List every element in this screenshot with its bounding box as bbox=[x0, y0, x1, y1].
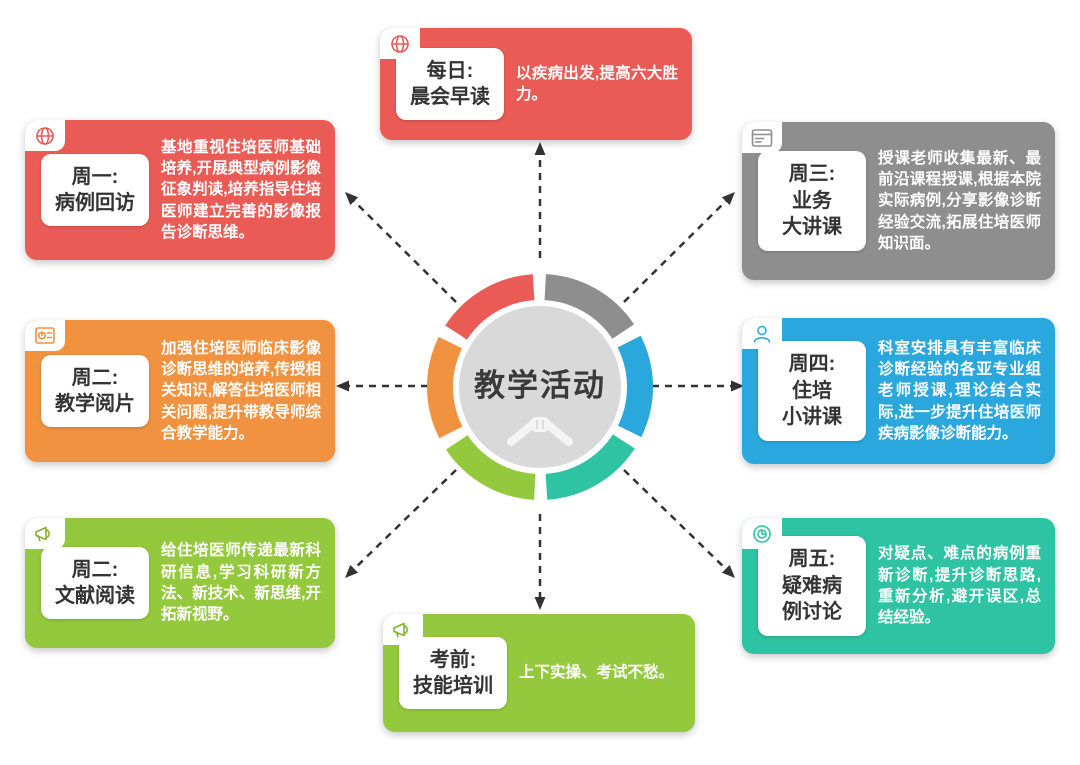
target-clock-icon bbox=[742, 518, 782, 549]
browser-window-icon bbox=[742, 122, 782, 153]
central-hub: 教学活动 bbox=[425, 272, 655, 502]
card-tuesday-film-reading: 周二: 教学阅片 加强住培医师临床影像诊断思维的培养,传授相关知识,解答住培医师… bbox=[25, 320, 335, 462]
card-desc: 以疾病出发,提高六大胜力。 bbox=[516, 64, 678, 103]
card-desc: 对疑点、难点的病例重新诊断,提升诊断思路,重新分析,避开误区,总结经验。 bbox=[878, 545, 1041, 627]
globe-icon bbox=[380, 28, 420, 59]
card-monday-case-review: 周一: 病例回访 基地重视住培医师基础培养,开展典型病例影像征象判读,培养指导住… bbox=[25, 120, 335, 260]
card-thursday-resident-mini-lecture: 周四: 住培 小讲课 科室安排具有丰富临床诊断经验的各亚专业组老师授课,理论结合… bbox=[742, 318, 1055, 464]
card-title: 周二: 教学阅片 bbox=[41, 354, 149, 428]
card-desc: 给住培医师传递最新科研信息,学习科研新方法、新技术、新思维,开拓新视野。 bbox=[161, 542, 321, 624]
megaphone-icon bbox=[25, 518, 65, 549]
card-title: 周四: 住培 小讲课 bbox=[758, 341, 866, 441]
handshake-icon bbox=[507, 417, 573, 446]
card-desc: 科室安排具有丰富临床诊断经验的各亚专业组老师授课,理论结合实际,进一步提升住培医… bbox=[878, 339, 1041, 443]
card-pre-exam-skills-training: 考前: 技能培训 上下实操、考试不愁。 bbox=[383, 614, 695, 732]
card-daily-morning-reading: 每日: 晨会早读 以疾病出发,提高六大胜力。 bbox=[380, 28, 692, 140]
megaphone-icon bbox=[383, 614, 423, 645]
card-title: 周五: 疑难病 例讨论 bbox=[758, 536, 866, 636]
card-desc: 基地重视住培医师基础培养,开展典型病例影像征象判读,培养指导住培医师建立完善的影… bbox=[161, 138, 321, 242]
card-title: 考前: 技能培训 bbox=[399, 636, 507, 710]
card-wednesday-business-lecture: 周三: 业务 大讲课 授课老师收集最新、最前沿课程授课,根据本院实际病例,分享影… bbox=[742, 122, 1055, 280]
hub-title: 教学活动 bbox=[474, 368, 606, 403]
person-icon bbox=[742, 318, 782, 349]
globe-icon bbox=[25, 120, 65, 151]
card-friday-difficult-case-discussion: 周五: 疑难病 例讨论 对疑点、难点的病例重新诊断,提升诊断思路,重新分析,避开… bbox=[742, 518, 1055, 654]
card-title: 每日: 晨会早读 bbox=[396, 47, 504, 121]
card-desc: 上下实操、考试不愁。 bbox=[519, 664, 675, 682]
card-title: 周三: 业务 大讲课 bbox=[758, 151, 866, 251]
card-desc: 授课老师收集最新、最前沿课程授课,根据本院实际病例,分享影像诊断经验交流,拓展住… bbox=[878, 149, 1041, 253]
card-title: 周一: 病例回访 bbox=[41, 153, 149, 227]
card-tuesday-literature-reading: 周二: 文献阅读 给住培医师传递最新科研信息,学习科研新方法、新技术、新思维,开… bbox=[25, 518, 335, 648]
card-title: 周二: 文献阅读 bbox=[41, 546, 149, 620]
card-desc: 加强住培医师临床影像诊断思维的培养,传授相关知识,解答住培医师相关问题,提升带教… bbox=[161, 339, 321, 443]
hub-segment-ring bbox=[427, 273, 653, 500]
clock-document-icon bbox=[25, 320, 65, 351]
